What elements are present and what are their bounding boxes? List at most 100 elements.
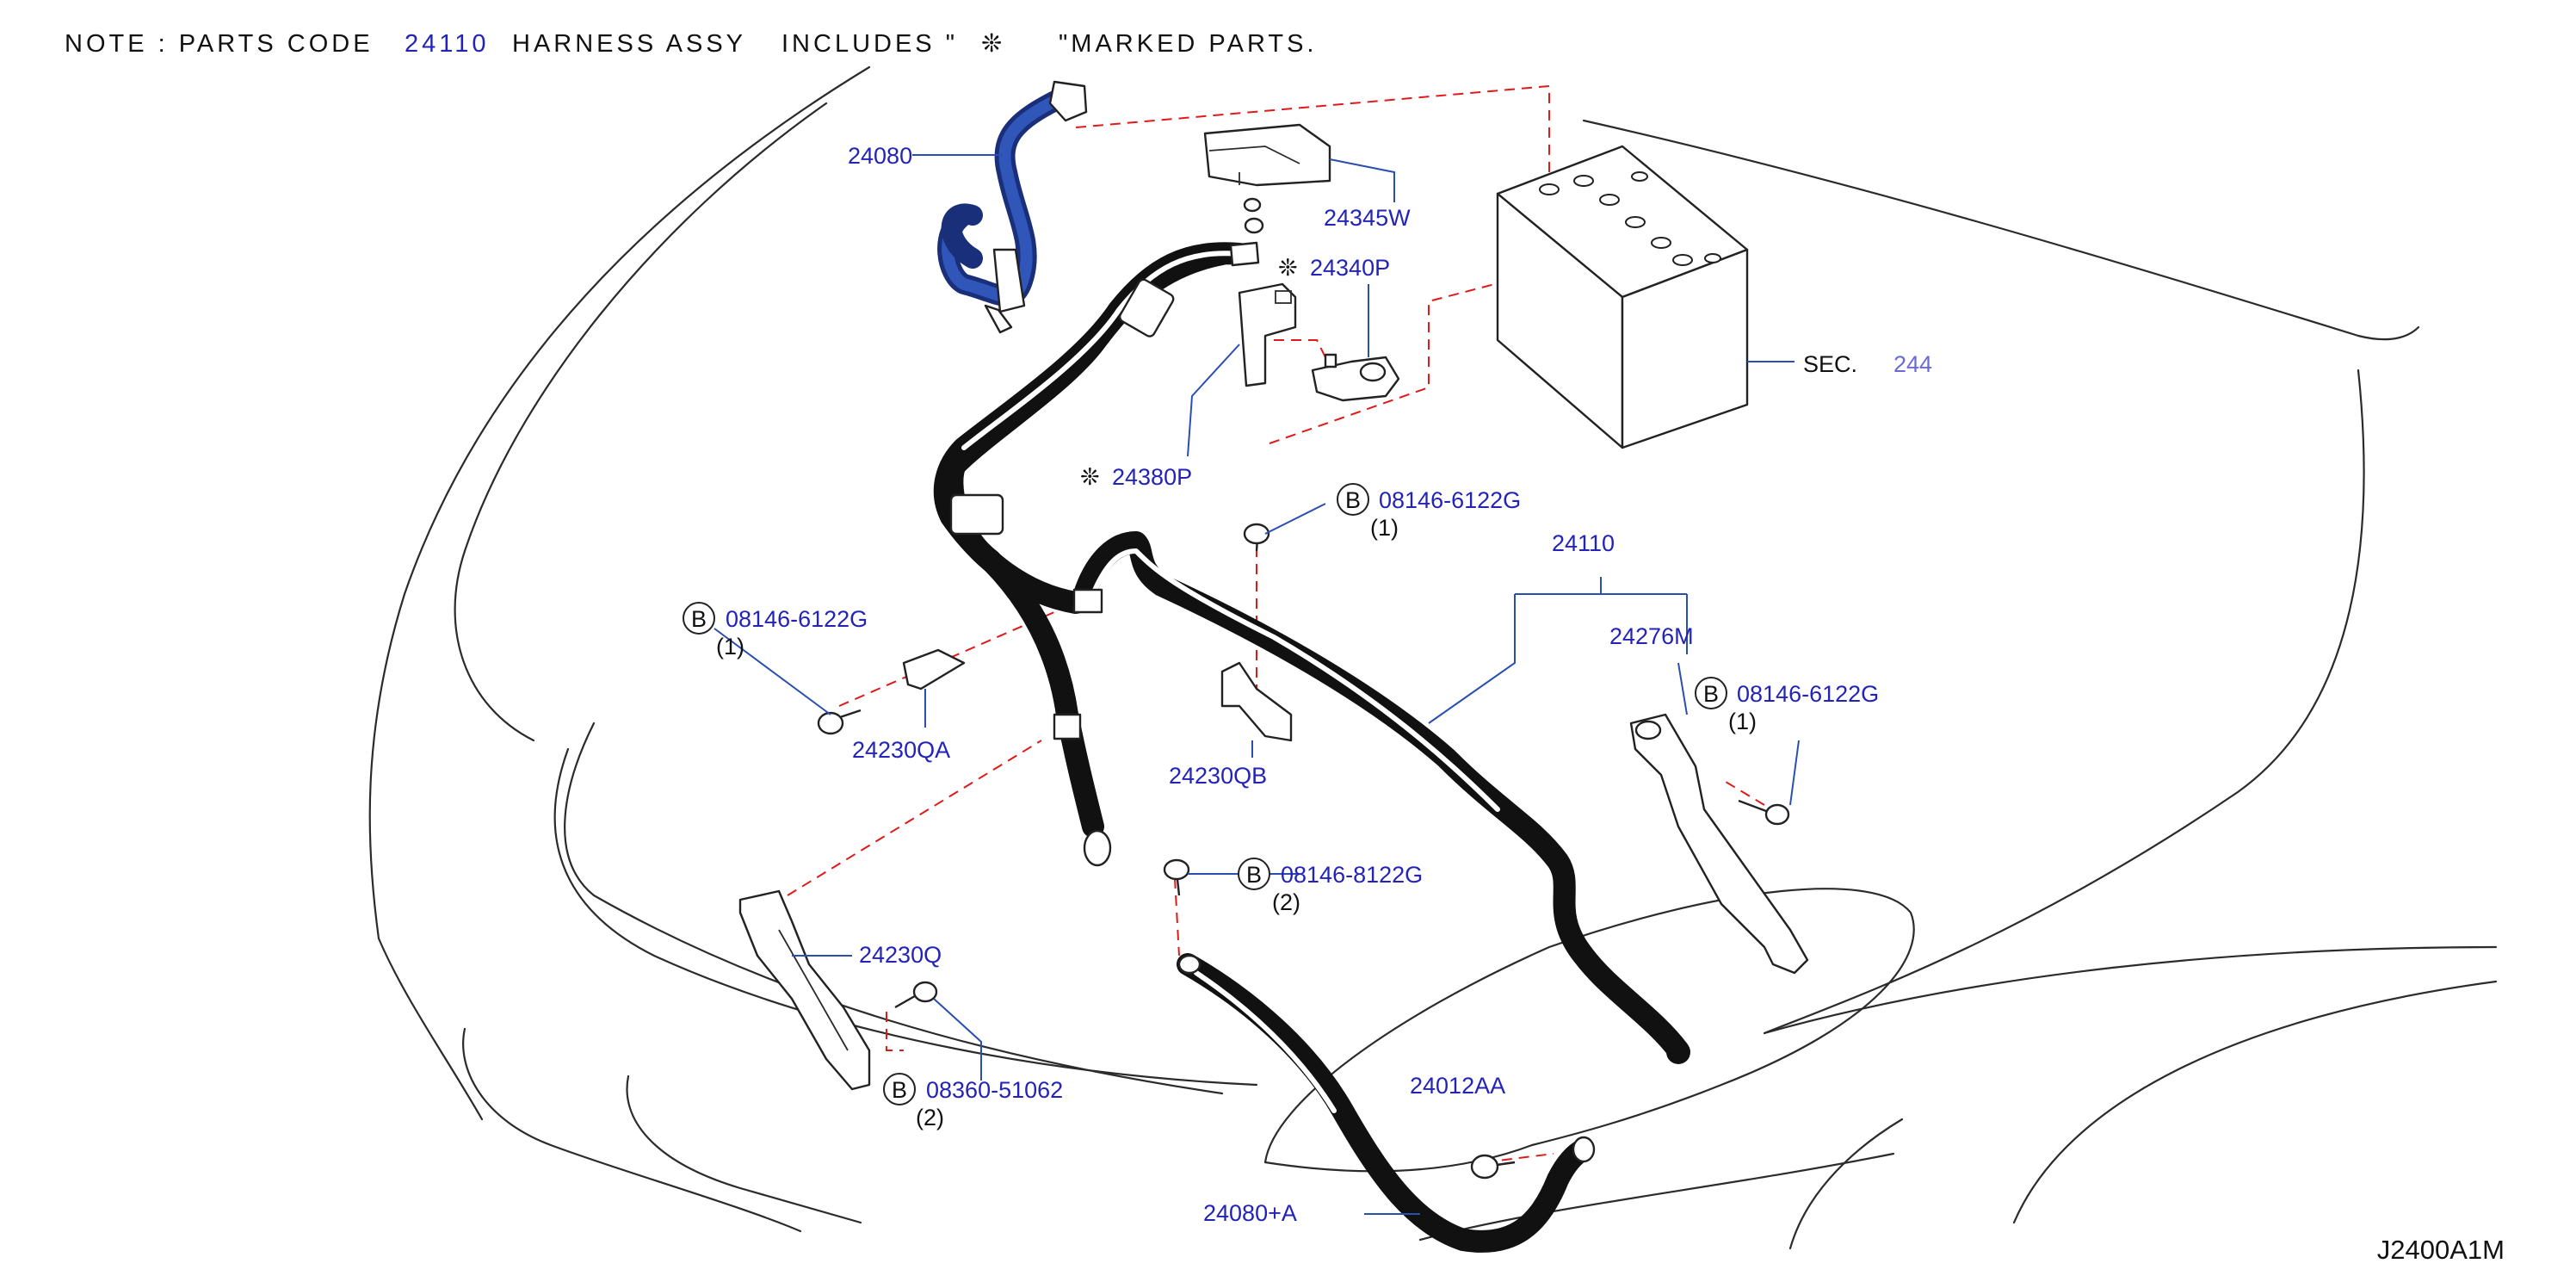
terminal-cover-detail xyxy=(1208,146,1300,185)
left-fender-edge xyxy=(368,65,871,940)
harness-branch-ground xyxy=(941,243,1233,838)
bolt-badge-letter: B xyxy=(691,606,707,632)
ground-ring-terminal xyxy=(1083,829,1112,867)
note-marked-symbol: ❊ xyxy=(981,30,1005,58)
bolt-badge-circle xyxy=(683,602,715,635)
wheel-arch-lower xyxy=(2012,980,2498,1224)
bolt-qty: (1) xyxy=(716,634,744,660)
fusible-link-body xyxy=(1238,282,1297,387)
bolt-24230QB xyxy=(1243,523,1270,552)
bolt-qty: (2) xyxy=(916,1105,944,1130)
inner-fender-line xyxy=(454,102,828,742)
bolt-badge-letter: B xyxy=(892,1077,907,1103)
headlamp-outline xyxy=(462,1027,802,1233)
bolt-badge-circle xyxy=(1238,858,1270,890)
strut-tower-outline xyxy=(1263,888,1915,1164)
leader-24276M xyxy=(1677,662,1688,715)
bracket-24276M-body xyxy=(1629,713,1809,975)
blue-battery-cable xyxy=(937,80,1088,334)
dash-bolt-51062 xyxy=(886,1012,904,1051)
harness-grommet xyxy=(1118,278,1175,338)
bolt-badge-circle xyxy=(1337,483,1369,516)
blue-cable-lower xyxy=(941,203,983,269)
harness-clip-mid xyxy=(1072,588,1103,614)
label-24110: 24110 xyxy=(1552,530,1615,556)
main-harness xyxy=(933,241,1690,1064)
label-24276M: 24276M xyxy=(1609,623,1694,649)
dash-bolt-24012AA xyxy=(1484,1153,1554,1163)
fusible-link-window xyxy=(1275,290,1292,304)
dash-bolt-24276M xyxy=(1720,778,1765,806)
nut-lower xyxy=(1244,217,1264,234)
dash-terminal-to-battery xyxy=(1075,84,1550,181)
marked-symbol-24380P: ❊ xyxy=(1080,464,1100,490)
hood-front-edge xyxy=(564,722,1224,1095)
leader-24380P xyxy=(1187,344,1240,457)
bracket-24230Q-slot xyxy=(778,929,849,1051)
lower-battery-cable xyxy=(1177,953,1596,1253)
note-includes: INCLUDES " xyxy=(781,30,958,58)
label-24230Q: 24230Q xyxy=(859,942,942,968)
harness-clip-upper xyxy=(949,493,1004,536)
inner-arch xyxy=(1788,1118,1904,1250)
bolt-8122G xyxy=(1163,858,1190,896)
harness-clip-ground xyxy=(1053,713,1082,740)
callout-labels: 24080 24345W ❊ 24340P ❊ 24380P 24110 242… xyxy=(848,143,1694,1226)
terminal-cover-body xyxy=(1203,123,1331,187)
label-24345W: 24345W xyxy=(1324,205,1411,231)
bolt-badge-letter: B xyxy=(1246,862,1262,888)
right-fender-curve xyxy=(1763,368,2365,1035)
note-suffix: "MARKED PARTS. xyxy=(1059,30,1318,58)
bolt-code: 08146-6122G xyxy=(1737,681,1879,707)
harness-end-connector xyxy=(1666,1040,1690,1064)
bracket-24230QB-body xyxy=(1220,661,1293,742)
bolt-24230QA xyxy=(817,709,862,735)
harness-main-highlight xyxy=(1090,548,1500,812)
harness-main-run xyxy=(1073,531,1690,1062)
bolt-code: 08146-6122G xyxy=(1379,487,1521,513)
bolt-code: 08360-51062 xyxy=(926,1077,1063,1103)
bolt-24012AA-head xyxy=(1470,1154,1499,1180)
section-number: 244 xyxy=(1893,351,1932,377)
harness-highlight xyxy=(961,251,1242,450)
label-24230QA: 24230QA xyxy=(852,737,950,763)
dash-clamp-to-battery xyxy=(1269,249,1628,444)
bolt-badge-letter: B xyxy=(1345,487,1361,513)
leader-51062 xyxy=(933,998,982,1081)
label-24230QB: 24230QB xyxy=(1169,763,1267,789)
nut-upper xyxy=(1243,197,1262,213)
bolt-callout-2: B 08146-6122G (1) xyxy=(683,602,868,660)
leader-24345W xyxy=(1329,158,1395,202)
blue-cable-lug xyxy=(984,304,1013,334)
bolt-24276M xyxy=(1738,799,1790,826)
bolt-qty: (2) xyxy=(1272,889,1300,915)
blue-cable-terminal xyxy=(1048,80,1088,122)
vehicle-body-outline xyxy=(368,65,2498,1250)
bracket-24230QA xyxy=(902,648,966,691)
leader-bolt-qb xyxy=(1264,503,1326,535)
lower-cable-lug xyxy=(1177,954,1202,975)
bolt-8122G-head xyxy=(1163,858,1190,881)
dash-bracket-24230Q xyxy=(787,740,1042,896)
note-harness: HARNESS ASSY xyxy=(512,30,746,58)
diagram-id: J2400A1M xyxy=(2377,1235,2505,1265)
leader-bolt-qa xyxy=(713,628,831,715)
bracket-24276M-hole xyxy=(1634,720,1662,740)
bolt-qty: (1) xyxy=(1370,515,1399,541)
strut-tower-base xyxy=(1263,1143,1534,1173)
bolt-callout-3: B 08146-6122G (1) xyxy=(1695,677,1879,734)
harness-top-lug xyxy=(1229,241,1260,267)
bracket-24230Q-body xyxy=(738,889,871,1091)
right-fender-top xyxy=(1582,119,2420,341)
lower-panel-line xyxy=(1418,1152,1895,1242)
lower-cable-run xyxy=(1177,953,1595,1253)
note-prefix: NOTE : PARTS CODE xyxy=(65,30,374,58)
bracket-24230QB xyxy=(1220,661,1293,742)
battery xyxy=(1496,145,1749,449)
label-24340P: 24340P xyxy=(1310,255,1390,281)
blue-cable-bracket xyxy=(992,248,1026,313)
terminal-nuts xyxy=(1243,197,1264,234)
battery-side-right xyxy=(1621,248,1749,449)
bracket-24230QA-body xyxy=(902,648,966,691)
